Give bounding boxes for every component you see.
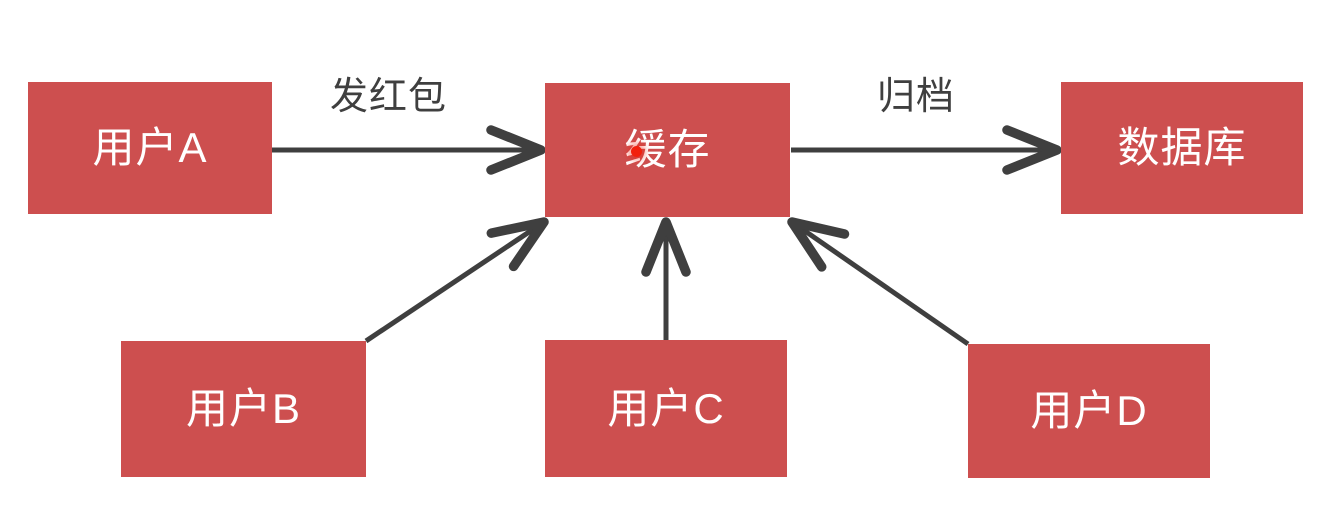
node-cache[interactable]: 缓存 [545, 83, 790, 217]
node-user-c[interactable]: 用户C [545, 340, 787, 477]
node-user-b-label: 用户B [185, 385, 301, 432]
cursor-dot-indicator [631, 146, 642, 157]
edge-user-d-to-cache [787, 217, 970, 347]
edge-label-gui-dang: 归档 [877, 76, 956, 118]
node-database-label: 数据库 [1117, 124, 1247, 171]
edge-user-b-to-cache [364, 217, 549, 344]
node-user-a[interactable]: 用户A [28, 82, 272, 214]
node-user-a-label: 用户A [92, 124, 208, 171]
edge-label-fa-hong-bao: 发红包 [330, 76, 448, 118]
node-user-d[interactable]: 用户D [968, 344, 1210, 478]
node-database[interactable]: 数据库 [1061, 82, 1303, 214]
node-user-c-label: 用户C [607, 384, 725, 432]
node-user-d-label: 用户D [1030, 387, 1148, 434]
node-user-b[interactable]: 用户B [121, 341, 366, 477]
